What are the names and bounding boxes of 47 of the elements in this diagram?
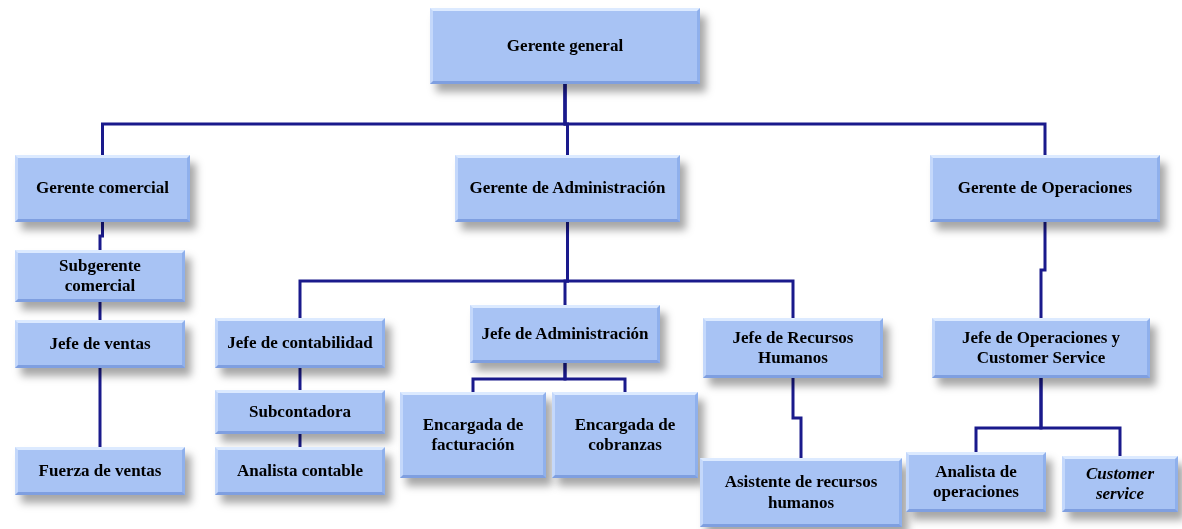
org-box <box>932 318 1150 378</box>
connector-line <box>298 434 302 447</box>
org-box <box>703 318 883 378</box>
connector-line <box>98 222 104 250</box>
connector-line <box>98 368 102 447</box>
org-box <box>15 447 185 495</box>
role-title: Jefe de contabilidad <box>227 332 373 354</box>
connector-line <box>563 84 1047 155</box>
connector-line <box>98 302 102 320</box>
org-box <box>700 458 902 527</box>
connector-line <box>563 363 627 392</box>
org-box <box>215 447 385 495</box>
org-box <box>906 452 1046 512</box>
connector-line <box>791 378 803 458</box>
connector-line <box>566 222 795 318</box>
org-box <box>930 155 1160 222</box>
role-title: Customer service <box>1085 463 1155 505</box>
role-title: Asistente de recursos humanos <box>723 472 879 513</box>
role-title: Gerente general <box>506 35 624 57</box>
role-title: Jefe de ventas <box>49 333 151 355</box>
org-box <box>455 155 680 222</box>
role-title: Encargada de facturación <box>421 414 525 456</box>
role-title: Subcontadora <box>249 401 351 423</box>
role-title: Jefe de Recursos Humanos <box>731 327 855 369</box>
connector-line <box>298 368 302 390</box>
role-title: Jefe de Operaciones y Customer Service <box>960 327 1122 369</box>
role-title: Subgerente comercial <box>58 255 142 297</box>
role-title: Analista contable <box>236 460 364 482</box>
org-box <box>215 318 385 368</box>
role-title: Analista de operaciones <box>932 461 1020 503</box>
org-box <box>400 392 546 478</box>
org-box <box>15 250 185 302</box>
org-box <box>470 305 660 363</box>
connector-line <box>1039 378 1122 456</box>
role-title: Gerente de Operaciones <box>957 178 1133 199</box>
role-title: Encargada de cobranzas <box>573 414 677 456</box>
role-title: Fuerza de ventas <box>38 460 162 482</box>
role-title: Gerente comercial <box>36 178 169 199</box>
role-title: Jefe de Administración <box>481 323 649 345</box>
org-box <box>552 392 698 478</box>
connector-line <box>1039 222 1047 318</box>
org-box <box>215 390 385 434</box>
org-box <box>1062 456 1178 512</box>
org-box <box>15 155 190 222</box>
org-box <box>430 8 700 84</box>
org-box <box>15 320 185 368</box>
role-title: Gerente de Administración <box>469 178 666 199</box>
